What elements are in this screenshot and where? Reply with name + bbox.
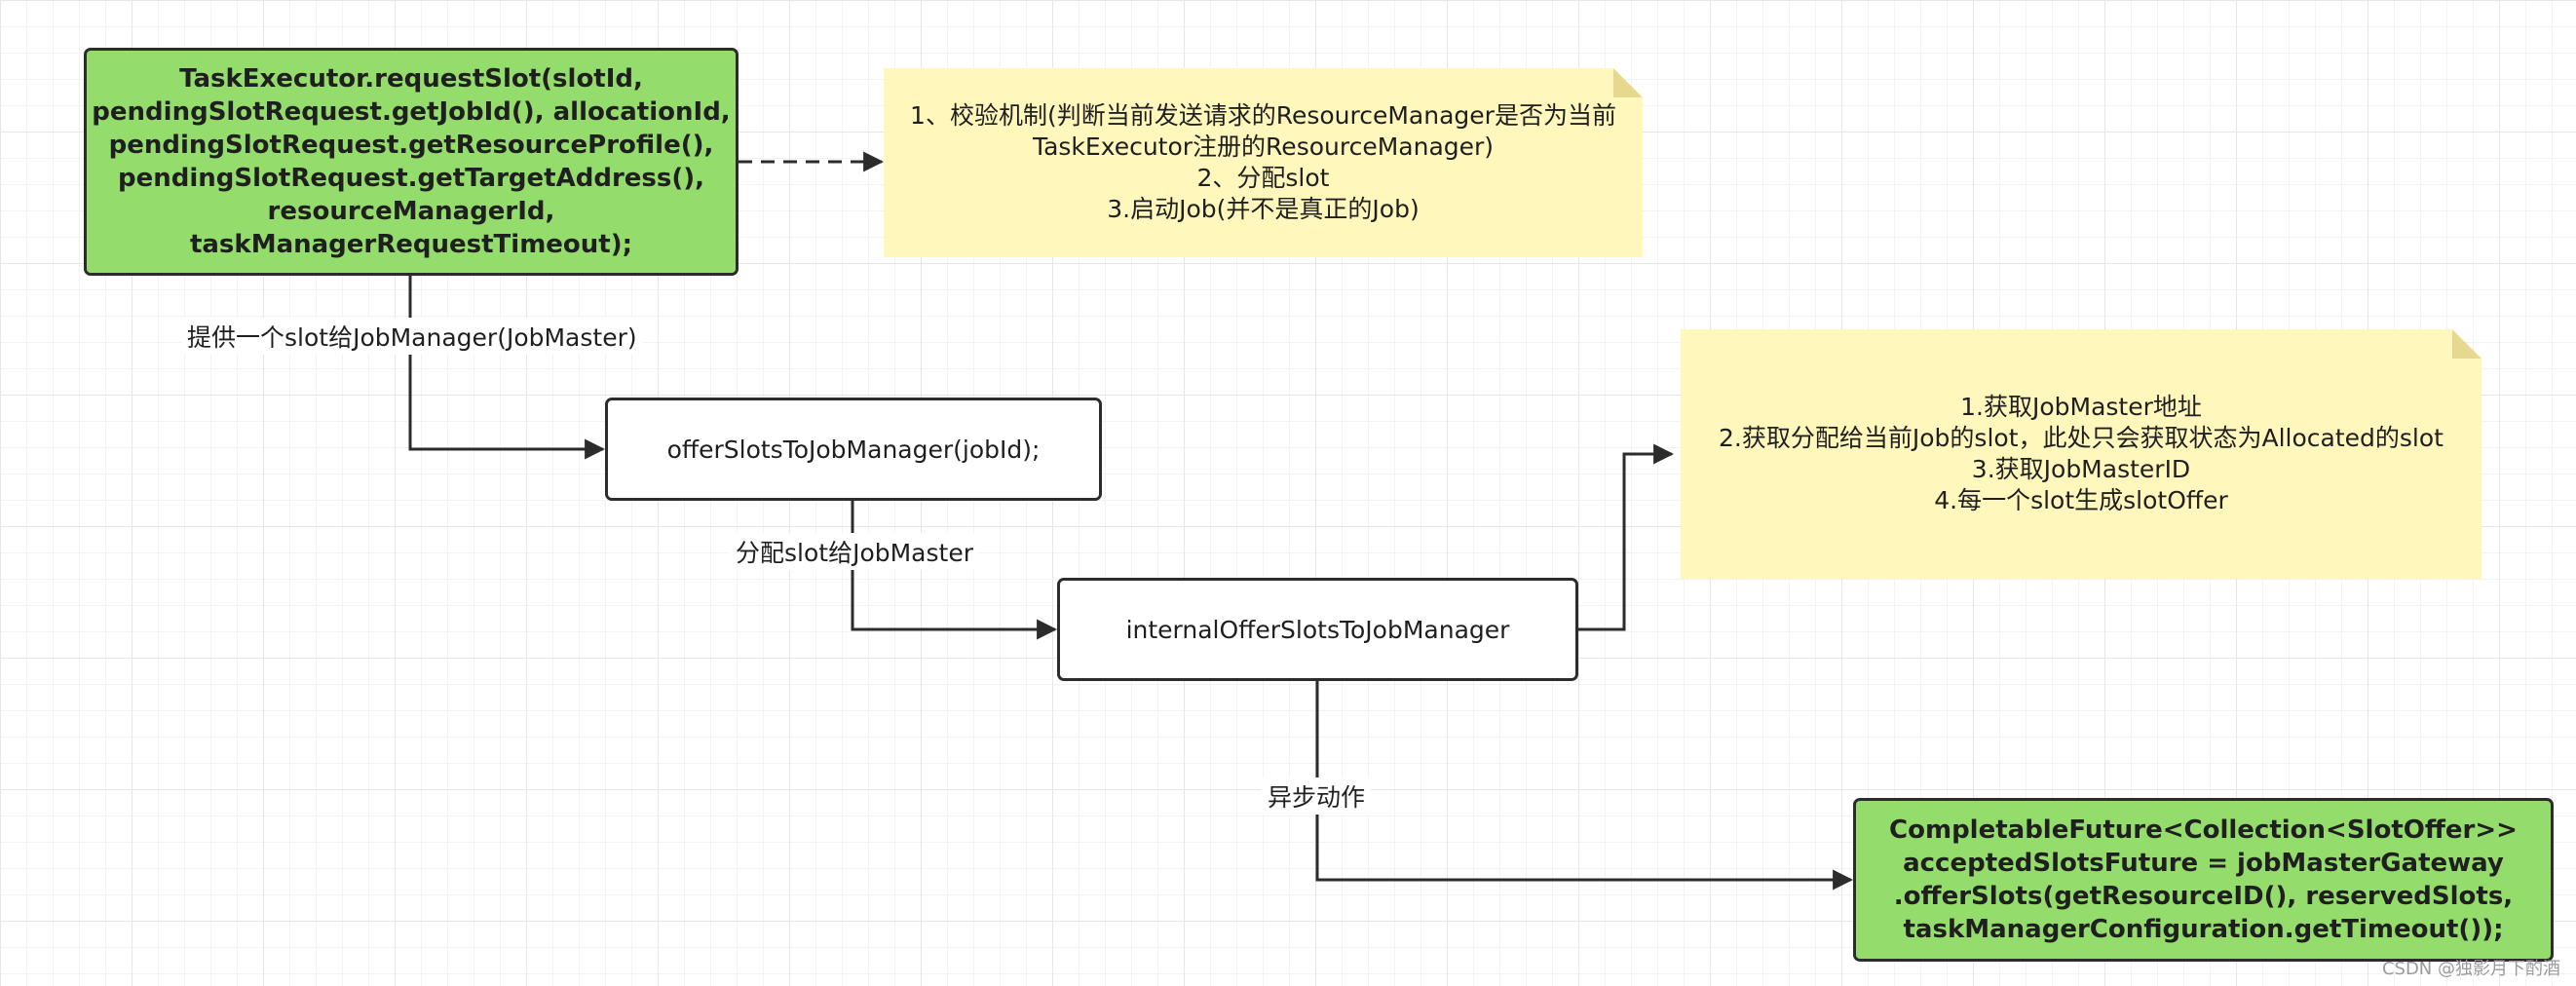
internal-offer-box[interactable]: internalOfferSlotsToJobManager [1057,578,1578,681]
watermark: CSDN @独影月下酌酒 [2381,959,2560,979]
completable-future-box[interactable]: CompletableFuture<Collection<SlotOffer>>… [1853,798,2554,962]
offer-slots-text: offerSlotsToJobManager(jobId); [666,435,1041,464]
note-validation: 1、校验机制(判断当前发送请求的ResourceManager是否为当前 Tas… [884,68,1643,257]
request-slot-box[interactable]: TaskExecutor.requestSlot(slotId, pending… [84,48,739,276]
arrow-internal-to-note2 [1578,443,1675,631]
edge-label-async: 异步动作 [1262,777,1372,815]
note-slot-offer: 1.获取JobMaster地址 2.获取分配给当前Job的slot，此处只会获取… [1681,329,2481,579]
note-slot-offer-text: 1.获取JobMaster地址 2.获取分配给当前Job的slot，此处只会获取… [1719,393,2443,514]
completable-future-text: CompletableFuture<Collection<SlotOffer>>… [1889,815,2518,944]
note-validation-text: 1、校验机制(判断当前发送请求的ResourceManager是否为当前 Tas… [910,101,1616,223]
arrow-request-to-offer [408,276,606,460]
internal-offer-text: internalOfferSlotsToJobManager [1125,615,1510,644]
edge-label-provide-slot: 提供一个slot给JobManager(JobMaster) [181,318,643,355]
arrow-internal-to-future [1315,681,1854,891]
offer-slots-box[interactable]: offerSlotsToJobManager(jobId); [605,398,1102,501]
edge-label-assign-slot: 分配slot给JobMaster [730,533,979,570]
request-slot-text: TaskExecutor.requestSlot(slotId, pending… [92,64,731,259]
